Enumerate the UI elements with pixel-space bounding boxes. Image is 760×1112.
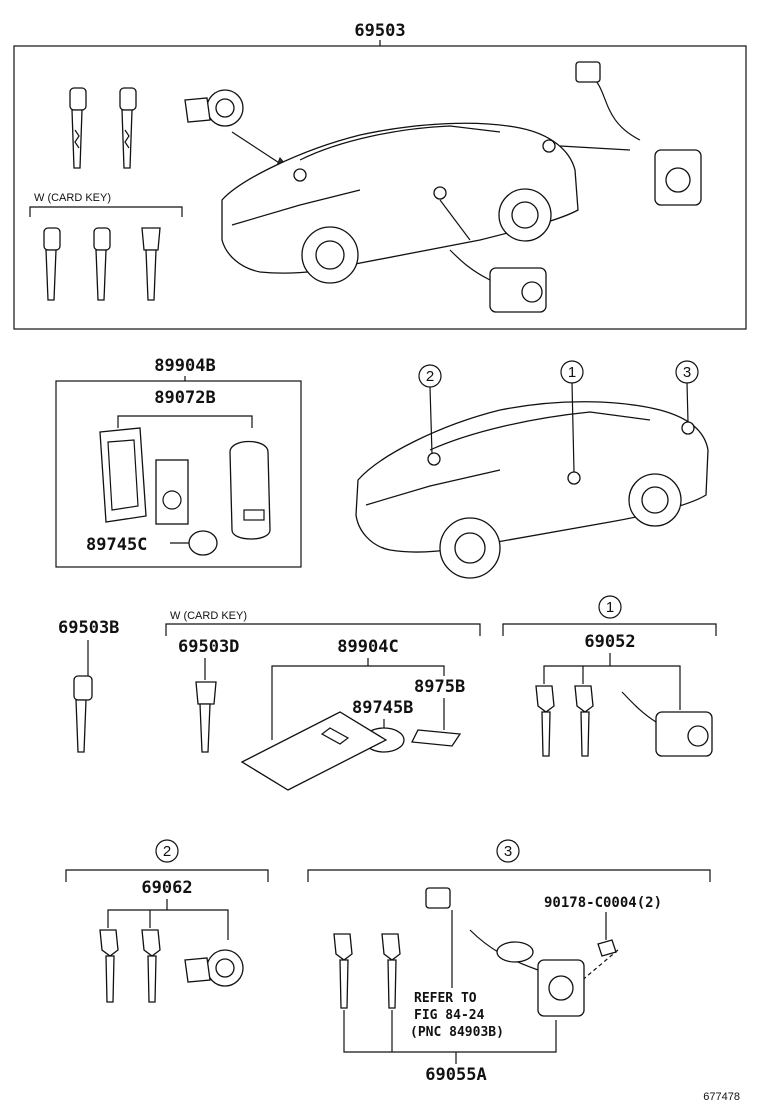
marker-one: 1: [560, 360, 584, 473]
marker-two-label: 2: [163, 843, 171, 860]
drawing-number: 677478: [703, 1091, 740, 1103]
label-69062: 69062: [141, 878, 192, 898]
top-assembly-group: 69503 W (CARD KEY): [13, 21, 747, 330]
key-icon: [73, 675, 93, 753]
svg-text:1: 1: [568, 364, 576, 381]
label-refer-3: (PNC 84903B): [410, 1025, 504, 1040]
door-lock-icon: [449, 249, 547, 313]
set-three-group: 3 90178-C0004(2) REFER TO FIG 84-24 (PNC…: [307, 839, 711, 1085]
svg-text:3: 3: [683, 364, 691, 381]
label-89072b: 89072B: [154, 388, 215, 408]
car-icon: [355, 401, 709, 579]
battery-icon: [188, 530, 218, 556]
key-icon: [93, 227, 111, 301]
remote-frame: [55, 380, 302, 568]
label-8975b: 8975B: [414, 677, 465, 697]
label-89745b: 89745B: [352, 698, 413, 718]
set-two-group: 2 69062: [65, 839, 269, 1003]
label-69052: 69052: [584, 632, 635, 652]
key-icon: [381, 933, 401, 1009]
lock-cylinder-icon: [184, 949, 244, 987]
label-69503b: 69503B: [58, 618, 119, 638]
screw-icon: [597, 939, 617, 957]
label-89904c: 89904C: [337, 637, 398, 657]
label-card-key-mid: W (CARD KEY): [170, 610, 247, 622]
card-key-group: W (CARD KEY) 69503D 89904C 8975B 89745B: [165, 610, 481, 791]
marker-two: 2: [418, 364, 442, 455]
card-sticker-icon: [410, 729, 462, 747]
location-car-group: 2 1 3: [355, 360, 709, 579]
key-icon: [333, 933, 353, 1009]
label-90178: 90178-C0004(2): [544, 895, 662, 911]
top-assembly-frame: [13, 45, 747, 330]
key-icon: [141, 227, 161, 301]
lock-cylinder-icon: [184, 89, 244, 127]
card-key-icon: [240, 711, 388, 791]
ignition-lock-icon: [425, 887, 585, 1017]
marker-three: 3: [675, 360, 699, 423]
key-icon: [141, 929, 161, 1003]
key-icon: [99, 929, 119, 1003]
label-card-key-top: W (CARD KEY): [34, 192, 111, 204]
svg-text:2: 2: [426, 368, 434, 385]
lock-assembly-icon: [575, 61, 702, 206]
key-icon: [535, 685, 555, 757]
remote-group: 89904B 89072B 89745C: [55, 356, 302, 568]
key-b-group: 69503B: [58, 618, 119, 753]
label-89904b: 89904B: [154, 356, 215, 376]
marker-one-label: 1: [606, 599, 614, 616]
key-icon: [119, 87, 137, 169]
car-icon: [221, 122, 579, 284]
key-icon: [574, 685, 594, 757]
key-icon: [69, 87, 87, 169]
lock-cylinder-icon: [621, 691, 713, 757]
key-icon: [195, 681, 217, 753]
label-89745c: 89745C: [86, 535, 147, 555]
label-69503d: 69503D: [178, 637, 239, 657]
remote-board-icon: [155, 459, 189, 525]
label-refer-1: REFER TO: [414, 991, 477, 1006]
label-69503: 69503: [354, 21, 405, 41]
label-69055a: 69055A: [425, 1065, 486, 1085]
marker-three-label: 3: [504, 843, 512, 860]
label-refer-2: FIG 84-24: [414, 1008, 485, 1023]
set-one-group: 1 69052: [502, 595, 717, 757]
key-icon: [43, 227, 61, 301]
remote-fob-icon: [229, 440, 271, 540]
